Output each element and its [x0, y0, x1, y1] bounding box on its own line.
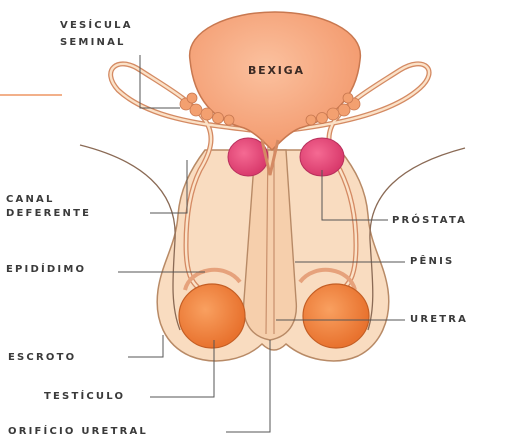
testicle-right — [303, 284, 369, 348]
label-bexiga: BEXIGA — [248, 65, 305, 77]
label-orificio: ORIFÍCIO URETRAL — [8, 426, 148, 438]
label-escroto: ESCROTO — [8, 352, 76, 364]
testicle-left — [179, 284, 245, 348]
label-epididimo: EPIDÍDIMO — [6, 264, 86, 276]
label-vesicula-line2: SEMINAL — [60, 37, 126, 49]
label-vesicula-line1: VESÍCULA — [60, 20, 133, 32]
label-canal-line2: DEFERENTE — [6, 208, 91, 220]
label-penis: PÊNIS — [410, 256, 454, 268]
label-testiculo: TESTÍCULO — [44, 391, 125, 403]
label-prostata: PRÓSTATA — [392, 215, 467, 227]
bladder — [190, 12, 361, 150]
leader-escroto — [128, 335, 163, 357]
label-canal-line1: CANAL — [6, 194, 55, 206]
label-uretra: URETRA — [410, 314, 468, 326]
